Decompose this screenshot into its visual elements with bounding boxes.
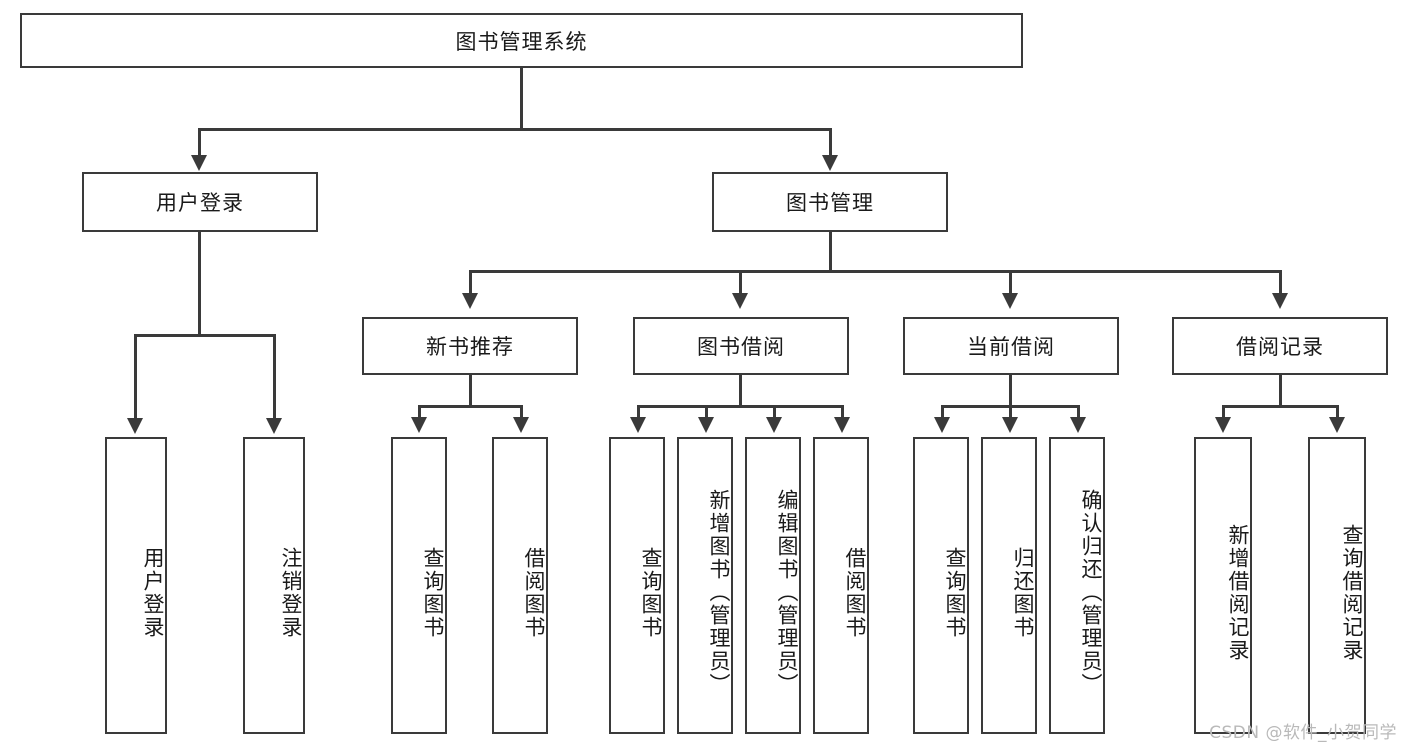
node-book-management-label: 图书管理 (786, 191, 874, 215)
leaf-current-borrow-3-label: 确认归还（管理员） (1079, 489, 1103, 696)
leaf-new-book-2-label: 借阅图书 (522, 546, 546, 639)
node-new-book-recommend[interactable]: 新书推荐 (362, 317, 578, 375)
arrow-book-mgmt-to-book-borrow (732, 293, 748, 309)
node-new-book-recommend-label: 新书推荐 (426, 335, 514, 359)
node-borrow-record[interactable]: 借阅记录 (1172, 317, 1388, 375)
leaf-user-login-1[interactable]: 用户登录 (105, 437, 167, 734)
edge-new-book-drop-1 (418, 405, 421, 419)
edge-book-borrow-drop-2 (705, 405, 708, 419)
node-book-borrow[interactable]: 图书借阅 (633, 317, 849, 375)
edge-book-borrow-drop-4 (841, 405, 844, 419)
leaf-book-borrow-2-label: 新增图书（管理员） (707, 489, 731, 696)
leaf-book-borrow-1[interactable]: 查询图书 (609, 437, 665, 734)
arrow-user-login-leaf-2 (266, 418, 282, 434)
edge-current-borrow-drop-1 (941, 405, 944, 419)
edge-book-borrow-stem (739, 375, 742, 407)
edge-new-book-stem (469, 375, 472, 407)
node-borrow-record-label: 借阅记录 (1236, 335, 1324, 359)
arrow-new-book-leaf-1 (411, 417, 427, 433)
leaf-user-login-1-label: 用户登录 (141, 546, 165, 639)
leaf-current-borrow-1-label: 查询图书 (943, 546, 967, 639)
leaf-user-login-2-label: 注销登录 (279, 546, 303, 639)
edge-new-book-drop-2 (520, 405, 523, 419)
edge-user-login-bus (134, 334, 276, 337)
edge-book-mgmt-drop-2 (739, 270, 742, 296)
edge-user-login-drop-2 (273, 334, 276, 421)
node-user-login[interactable]: 用户登录 (82, 172, 318, 232)
edge-borrow-record-stem (1279, 375, 1282, 407)
arrow-user-login-leaf-1 (127, 418, 143, 434)
leaf-current-borrow-2[interactable]: 归还图书 (981, 437, 1037, 734)
leaf-current-borrow-2-label: 归还图书 (1011, 546, 1035, 639)
edge-user-login-drop-1 (134, 334, 137, 421)
edge-new-book-bus (418, 405, 523, 408)
arrow-book-borrow-leaf-4 (834, 417, 850, 433)
arrow-book-borrow-leaf-3 (766, 417, 782, 433)
arrow-book-mgmt-to-borrow-record (1272, 293, 1288, 309)
edge-borrow-record-bus (1222, 405, 1339, 408)
arrow-book-borrow-leaf-1 (630, 417, 646, 433)
node-root-label: 图书管理系统 (455, 29, 588, 54)
edge-root-stem (520, 68, 523, 130)
leaf-current-borrow-3[interactable]: 确认归还（管理员） (1049, 437, 1105, 734)
arrow-new-book-leaf-2 (513, 417, 529, 433)
leaf-borrow-record-2[interactable]: 查询借阅记录 (1308, 437, 1366, 734)
arrow-current-borrow-leaf-2 (1002, 417, 1018, 433)
node-book-management[interactable]: 图书管理 (712, 172, 948, 232)
arrow-root-to-book-mgmt (822, 155, 838, 171)
arrow-book-mgmt-to-new-book (462, 293, 478, 309)
node-current-borrow[interactable]: 当前借阅 (903, 317, 1119, 375)
leaf-new-book-1[interactable]: 查询图书 (391, 437, 447, 734)
leaf-book-borrow-3[interactable]: 编辑图书（管理员） (745, 437, 801, 734)
edge-root-to-user-login (198, 128, 201, 158)
leaf-book-borrow-4-label: 借阅图书 (843, 546, 867, 639)
edge-current-borrow-drop-2 (1009, 405, 1012, 419)
leaf-book-borrow-1-label: 查询图书 (639, 546, 663, 639)
leaf-current-borrow-1[interactable]: 查询图书 (913, 437, 969, 734)
arrow-current-borrow-leaf-1 (934, 417, 950, 433)
arrow-current-borrow-leaf-3 (1070, 417, 1086, 433)
edge-borrow-record-drop-1 (1222, 405, 1225, 419)
edge-root-to-book-mgmt (829, 128, 832, 158)
node-user-login-label: 用户登录 (156, 191, 244, 215)
leaf-borrow-record-1-label: 新增借阅记录 (1226, 523, 1250, 662)
node-root[interactable]: 图书管理系统 (20, 13, 1023, 68)
arrow-borrow-record-leaf-2 (1329, 417, 1345, 433)
edge-book-mgmt-stem (829, 232, 832, 272)
leaf-book-borrow-2[interactable]: 新增图书（管理员） (677, 437, 733, 734)
edge-book-mgmt-drop-1 (469, 270, 472, 296)
leaf-book-borrow-3-label: 编辑图书（管理员） (775, 489, 799, 696)
arrow-borrow-record-leaf-1 (1215, 417, 1231, 433)
edge-current-borrow-drop-3 (1077, 405, 1080, 419)
edge-book-borrow-bus (637, 405, 844, 408)
edge-book-mgmt-bus (469, 270, 1281, 273)
edge-book-mgmt-drop-3 (1009, 270, 1012, 296)
edge-book-mgmt-drop-4 (1279, 270, 1282, 296)
arrow-book-borrow-leaf-2 (698, 417, 714, 433)
edge-book-borrow-drop-3 (773, 405, 776, 419)
leaf-book-borrow-4[interactable]: 借阅图书 (813, 437, 869, 734)
edge-book-borrow-drop-1 (637, 405, 640, 419)
node-book-borrow-label: 图书借阅 (697, 335, 785, 359)
edge-current-borrow-stem (1009, 375, 1012, 407)
watermark: CSDN @软件_小贺同学 (1209, 723, 1397, 743)
leaf-new-book-2[interactable]: 借阅图书 (492, 437, 548, 734)
edge-user-login-stem (198, 232, 201, 336)
leaf-borrow-record-1[interactable]: 新增借阅记录 (1194, 437, 1252, 734)
arrow-root-to-user-login (191, 155, 207, 171)
arrow-book-mgmt-to-current-borrow (1002, 293, 1018, 309)
leaf-new-book-1-label: 查询图书 (421, 546, 445, 639)
edge-borrow-record-drop-2 (1336, 405, 1339, 419)
leaf-borrow-record-2-label: 查询借阅记录 (1340, 523, 1364, 662)
edge-root-bus (198, 128, 832, 131)
leaf-user-login-2[interactable]: 注销登录 (243, 437, 305, 734)
node-current-borrow-label: 当前借阅 (967, 335, 1055, 359)
